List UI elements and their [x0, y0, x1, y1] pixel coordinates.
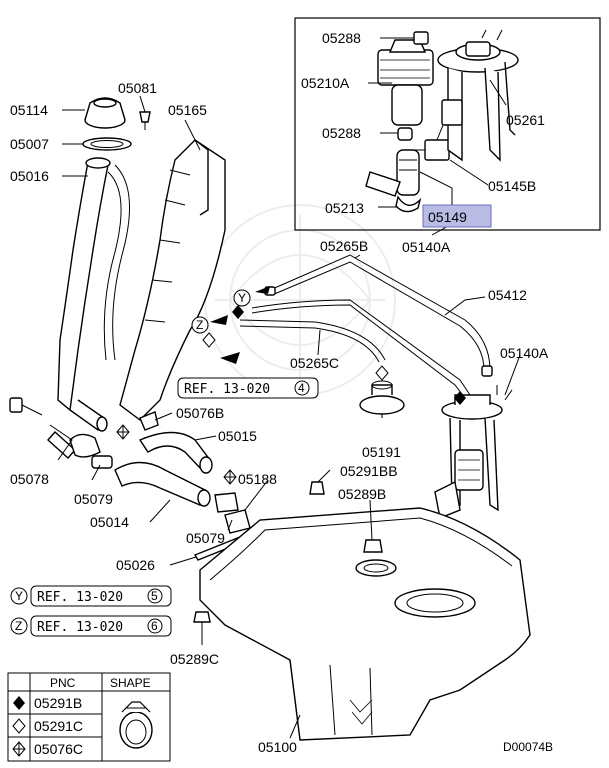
highlight-05149 — [422, 204, 492, 228]
pump-module-05140a — [434, 385, 513, 519]
hose-group — [114, 411, 251, 561]
callout-05145b: 05145B — [488, 178, 536, 194]
ref-main: REF. 13-020 4 — [177, 377, 319, 399]
callout-05412: 05412 — [488, 287, 527, 303]
legend-header-pnc: PNC — [50, 676, 76, 690]
svg-text:5: 5 — [151, 589, 158, 603]
callout-05076b: 05076B — [176, 405, 224, 421]
inset-leaders — [368, 37, 507, 236]
callout-05261: 05261 — [506, 112, 545, 128]
callout-05015: 05015 — [218, 428, 257, 444]
legend-header-shape: SHAPE — [110, 676, 151, 690]
inset-fuel-pump-assembly — [365, 29, 519, 213]
svg-text:REF. 13-020: REF. 13-020 — [37, 620, 123, 635]
callout-05291bb: 05291BB — [340, 463, 398, 479]
callout-05265b: 05265B — [320, 238, 368, 254]
svg-text:4: 4 — [298, 381, 305, 395]
drawing-code: D00074B — [503, 740, 553, 754]
svg-text:6: 6 — [151, 619, 158, 633]
inset-frame — [294, 17, 601, 231]
clamp-shape-icon — [119, 701, 153, 749]
callout-05007: 05007 — [10, 136, 49, 152]
legend-table: PNC SHAPE 05291B 05291C 05076C — [7, 672, 171, 762]
filler-assembly — [9, 97, 151, 469]
callout-05140a-main: 05140A — [500, 345, 549, 361]
callout-05149: 05149 — [428, 209, 467, 225]
marker-z: Z — [191, 316, 209, 334]
callout-05078: 05078 — [10, 471, 49, 487]
callout-labels: 05288 05210A 05288 05261 05145B 05213 05… — [10, 30, 549, 755]
svg-text:Z: Z — [15, 619, 22, 633]
callout-05288-mid: 05288 — [322, 125, 361, 141]
callout-05289c: 05289C — [170, 651, 219, 667]
legend-open-diamond-icon — [12, 718, 26, 734]
ref-y: Y REF. 13-020 5 — [10, 585, 172, 607]
callout-05026: 05026 — [116, 557, 155, 573]
callout-05114: 05114 — [10, 102, 48, 118]
callout-05014: 05014 — [90, 514, 129, 530]
legend-row-pnc: 05291C — [34, 718, 83, 734]
callout-05289b: 05289B — [338, 486, 386, 502]
callout-05213: 05213 — [325, 200, 364, 216]
callout-05100: 05100 — [258, 739, 297, 755]
callout-05081: 05081 — [118, 80, 157, 96]
ref-z: Z REF. 13-020 6 — [10, 615, 172, 637]
heat-protector-05165 — [119, 139, 226, 421]
pump-plate-05191 — [359, 380, 405, 415]
diamond-markers — [116, 305, 466, 485]
callout-05288-top: 05288 — [322, 30, 361, 46]
svg-text:Z: Z — [196, 318, 203, 332]
callout-05210a: 05210A — [301, 75, 350, 91]
callout-05016: 05016 — [10, 168, 49, 184]
legend-row-pnc: 05076C — [34, 741, 83, 757]
svg-text:Y: Y — [15, 589, 23, 603]
svg-text:Y: Y — [238, 291, 246, 305]
legend-row-pnc: 05291B — [34, 695, 82, 711]
svg-text:REF. 13-020: REF. 13-020 — [37, 590, 123, 605]
legend-filled-diamond-icon — [13, 696, 25, 710]
callout-05265c: 05265C — [290, 355, 339, 371]
flow-arrows — [210, 286, 270, 364]
callout-05079-left: 05079 — [74, 491, 113, 507]
callout-05191: 05191 — [362, 444, 401, 460]
svg-text:REF. 13-020: REF. 13-020 — [184, 382, 270, 397]
main-leaders — [49, 95, 521, 739]
callout-05165: 05165 — [168, 102, 207, 118]
callout-05188: 05188 — [238, 471, 277, 487]
callout-05140a-inset: 05140A — [402, 239, 451, 255]
vapor-lines — [239, 254, 493, 399]
fuel-tank-05100 — [193, 481, 531, 741]
marker-y: Y — [233, 289, 251, 307]
callout-05079-right: 05079 — [186, 530, 225, 546]
